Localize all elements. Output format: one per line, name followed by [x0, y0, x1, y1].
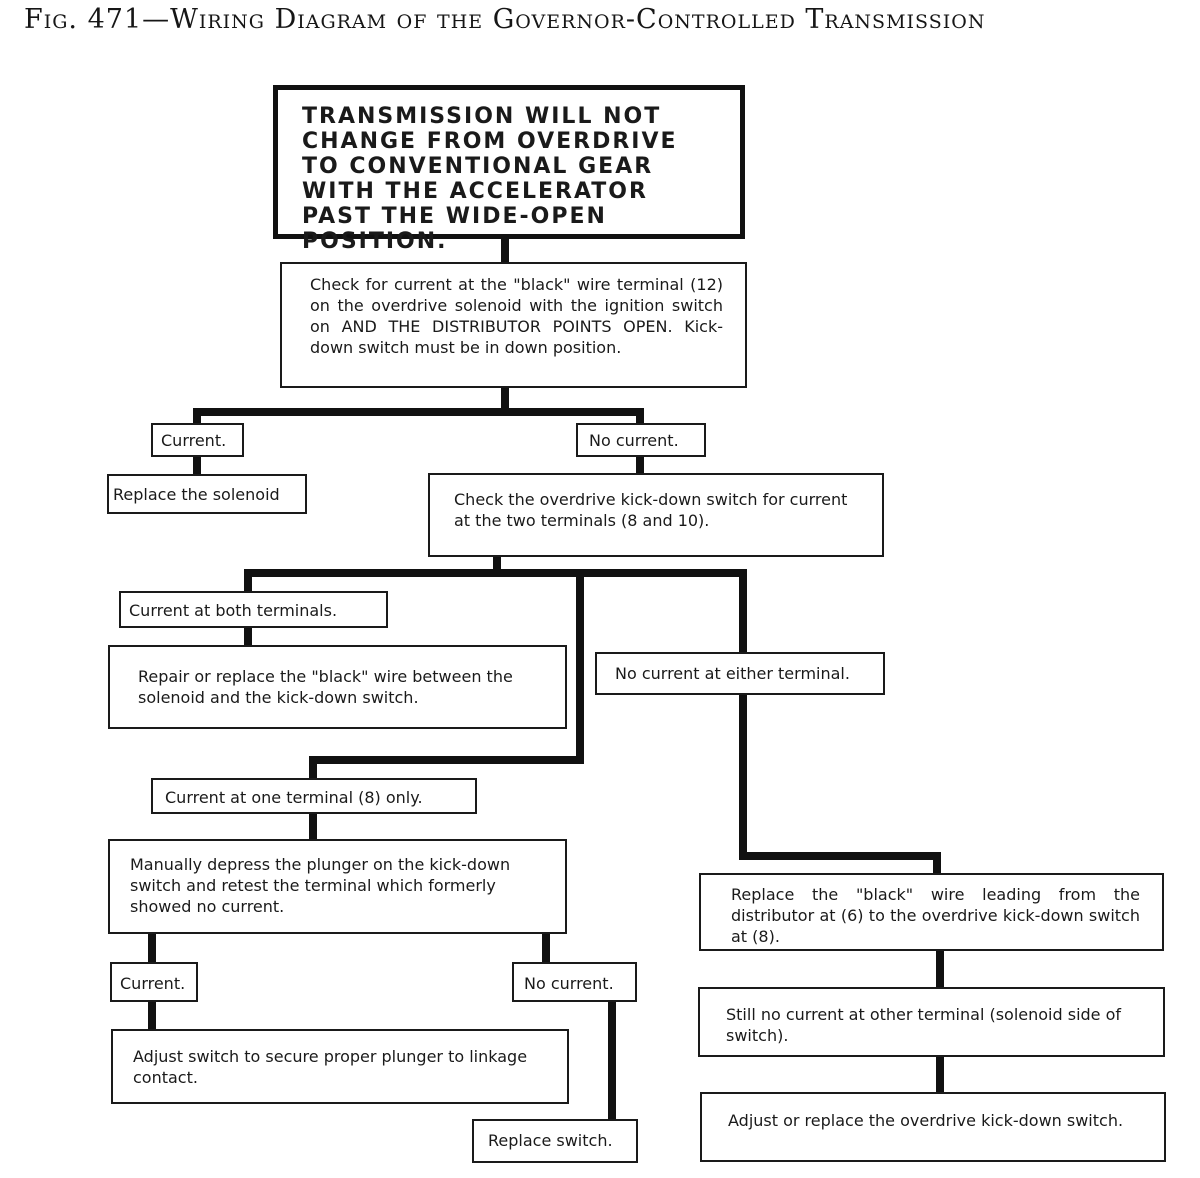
problem-box: Transmission will not change from overdr… — [273, 85, 745, 254]
adjust-switch-box: Adjust switch to secure proper plunger t… — [111, 1029, 569, 1104]
check-solenoid-box: Check for current at the "black" wire te… — [280, 262, 747, 388]
no-current-label-2: No current. — [512, 962, 637, 1002]
current-both-label: Current at both terminals. — [119, 591, 388, 628]
current-label-2: Current. — [110, 962, 198, 1002]
no-current-label-1: No current. — [576, 423, 706, 457]
current-label-1: Current. — [151, 423, 244, 457]
check-kickdown-box: Check the overdrive kick-down switch for… — [428, 473, 884, 557]
connector-either-to-replace-wire — [739, 690, 941, 878]
still-no-current-box: Still no current at other terminal (sole… — [698, 987, 1165, 1057]
no-current-either-label: No current at either terminal. — [595, 652, 885, 695]
connector-kickdown-split — [244, 552, 747, 783]
replace-solenoid-box: Replace the solenoid — [107, 474, 307, 514]
adjust-replace-kickdown-box: Adjust or replace the overdrive kick-dow… — [700, 1092, 1166, 1162]
repair-wire-box: Repair or replace the "black" wire betwe… — [108, 645, 567, 729]
depress-plunger-box: Manually depress the plunger on the kick… — [108, 839, 567, 934]
replace-switch-box: Replace switch. — [472, 1119, 638, 1163]
replace-black-wire-box: Replace the "black" wire leading from th… — [699, 873, 1164, 951]
figure-title: Fig. 471—Wiring Diagram of the Governor-… — [24, 4, 986, 35]
connector-check-split — [193, 384, 644, 429]
current-one-terminal-label: Current at one terminal (8) only. — [151, 778, 477, 814]
